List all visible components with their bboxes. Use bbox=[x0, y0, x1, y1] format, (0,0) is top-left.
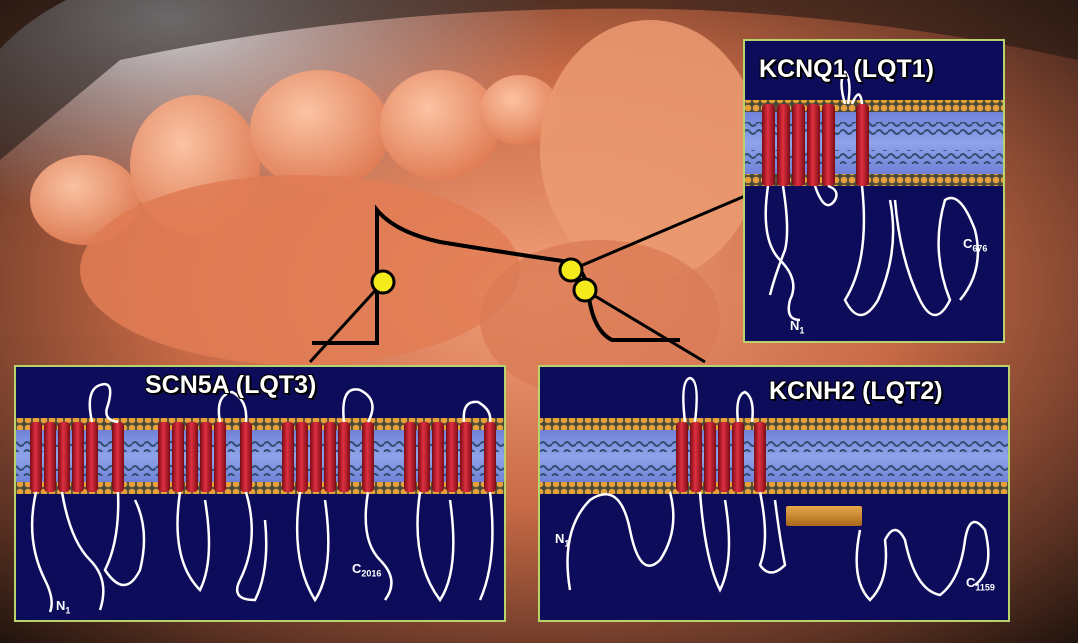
c-terminus-label-scn5a: C2016 bbox=[352, 561, 381, 579]
c-terminus-label-kcnq1: C676 bbox=[963, 236, 987, 254]
panel-title-kcnq1: KCNQ1 (LQT1) bbox=[759, 55, 934, 84]
panel-title-kcnh2: KCNH2 (LQT2) bbox=[769, 377, 943, 406]
n-terminus-label-kcnh2: N1 bbox=[555, 531, 569, 549]
n-terminus-label-kcnq1: N1 bbox=[790, 318, 804, 336]
c-terminus-label-kcnh2: C1159 bbox=[966, 575, 995, 593]
panel-title-scn5a: SCN5A (LQT3) bbox=[145, 371, 316, 400]
n-terminus-label-scn5a: N1 bbox=[56, 598, 70, 616]
